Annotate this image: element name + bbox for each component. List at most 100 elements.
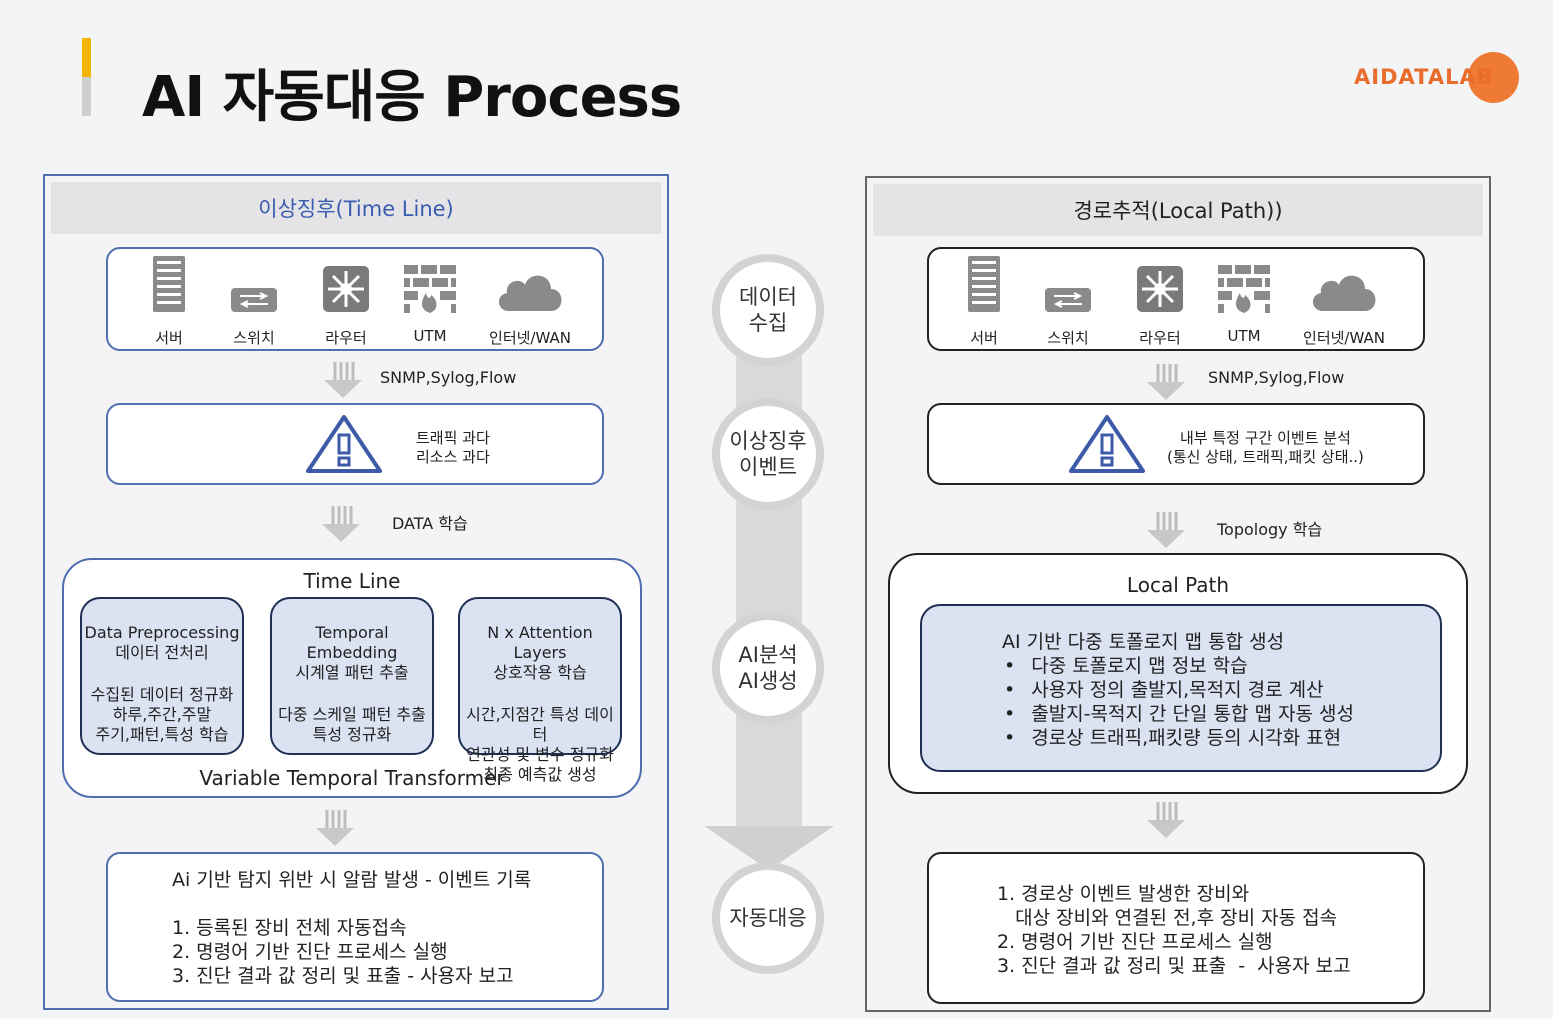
localpath-heading: AI 기반 다중 토폴로지 맵 통합 생성 <box>1002 631 1285 653</box>
device-switch: 스위치 <box>199 255 309 348</box>
router-icon <box>1105 255 1215 313</box>
firewall-icon <box>375 255 485 313</box>
switch-icon <box>199 255 309 313</box>
server-icon <box>929 255 1039 313</box>
left-alert-text: 트래픽 과다 리소스 과다 <box>416 429 490 467</box>
down-arrow-icon <box>1147 364 1185 400</box>
stage-preprocessing: Data Preprocessing 데이터 전처리 수집된 데이터 정규화 하… <box>80 597 244 755</box>
step-label: AI분석 AI생성 <box>738 643 798 693</box>
brand-logo: AIDATALAB <box>1354 52 1519 104</box>
stage-title-ko: 상호작용 학습 <box>493 663 587 682</box>
left-result-box: Ai 기반 탐지 위반 시 알람 발생 - 이벤트 기록 1. 등록된 장비 전… <box>106 852 604 1002</box>
stage-body: 주기,패턴,특성 학습 <box>95 725 229 744</box>
stage-attention-layers: N x Attention Layers 상호작용 학습 시간,지점간 특성 데… <box>458 597 622 784</box>
device-label: 스위치 <box>1047 329 1089 347</box>
step-label: 이상징후 이벤트 <box>729 429 807 479</box>
stage-body: 특성 정규화 <box>312 725 392 744</box>
device-utm: UTM <box>1189 255 1299 345</box>
left-panel-header: 이상징후(Time Line) <box>51 182 661 234</box>
down-arrow-icon <box>316 810 354 846</box>
device-server: 서버 <box>114 255 224 348</box>
stage-body: 수집된 데이터 정규화 <box>90 685 234 704</box>
device-server: 서버 <box>929 255 1039 348</box>
stage-title-ko: 데이터 전처리 <box>115 643 209 662</box>
alert-line: 트래픽 과다 <box>416 429 490 447</box>
timeline-title: Time Line <box>303 569 401 593</box>
left-learn-label: DATA 학습 <box>392 514 468 533</box>
device-label: 서버 <box>970 329 998 347</box>
device-label: 서버 <box>155 329 183 347</box>
switch-icon <box>1013 255 1123 313</box>
stage-title-en: N x Attention Layers <box>487 623 593 662</box>
logo-circle <box>1468 52 1519 103</box>
left-alert-box: 트래픽 과다 리소스 과다 <box>106 403 604 485</box>
left-result-line: 2. 명령어 기반 진단 프로세스 실행 <box>172 941 448 963</box>
localpath-item: 경로상 트래픽,패킷량 등의 시각화 표현 <box>1002 726 1354 750</box>
right-collect-label: SNMP,Sylog,Flow <box>1208 368 1345 387</box>
device-internet: 인터넷/WAN <box>475 255 585 348</box>
right-result-line: 2. 명령어 기반 진단 프로세스 실행 <box>997 931 1273 953</box>
device-label: UTM <box>1227 327 1261 345</box>
stage-body: 시간,지점간 특성 데이터 <box>466 705 614 744</box>
device-label: 인터넷/WAN <box>1303 329 1385 347</box>
down-arrow-icon <box>1147 802 1185 838</box>
device-label: 라우터 <box>325 329 367 347</box>
page-title: AI 자동대응 Process <box>142 65 682 130</box>
stage-body: 하루,주간,주말 <box>112 705 212 724</box>
center-flow-arrow <box>704 290 834 870</box>
device-internet: 인터넷/WAN <box>1289 255 1399 348</box>
step-auto-response: 자동대응 <box>712 862 824 974</box>
left-result-line: 1. 등록된 장비 전체 자동접속 <box>172 917 407 939</box>
stage-body: 연관성 및 변수 정규화 <box>466 745 614 764</box>
stage-temporal-embedding: Temporal Embedding 시계열 패턴 추출 다중 스케일 패턴 추… <box>270 597 434 755</box>
device-router: 라우터 <box>1105 255 1215 348</box>
router-icon <box>291 255 401 313</box>
localpath-title: Local Path <box>1126 573 1230 597</box>
left-result-title: Ai 기반 탐지 위반 시 알람 발생 - 이벤트 기록 <box>172 869 532 891</box>
left-result-line: 3. 진단 결과 값 정리 및 표출 - 사용자 보고 <box>172 965 514 987</box>
down-arrow-icon <box>322 506 360 542</box>
alert-line: (통신 상태, 트래픽,패킷 상태..) <box>1167 448 1364 466</box>
left-collect-label: SNMP,Sylog,Flow <box>380 368 517 387</box>
stage-title-ko: 시계열 패턴 추출 <box>295 663 409 682</box>
localpath-detail-box: AI 기반 다중 토폴로지 맵 통합 생성 다중 토폴로지 맵 정보 학습 사용… <box>920 604 1442 772</box>
right-result-line: 1. 경로상 이벤트 발생한 장비와 <box>997 883 1250 905</box>
firewall-icon <box>1189 255 1299 313</box>
device-switch: 스위치 <box>1013 255 1123 348</box>
stage-title-en: Temporal Embedding <box>306 623 398 662</box>
stage-body: 다중 스케일 패턴 추출 <box>278 705 426 724</box>
right-learn-label: Topology 학습 <box>1217 520 1323 539</box>
cloud-icon <box>1289 255 1399 313</box>
step-label: 데이터 수집 <box>739 285 797 335</box>
down-arrow-icon <box>1147 512 1185 548</box>
step-ai-analysis: AI분석 AI생성 <box>712 612 824 724</box>
step-data-collect: 데이터 수집 <box>712 254 824 366</box>
right-alert-text: 내부 특정 구간 이벤트 분석 (통신 상태, 트래픽,패킷 상태..) <box>1167 429 1364 467</box>
server-icon <box>114 255 224 313</box>
right-panel-header: 경로추적(Local Path)) <box>873 184 1483 236</box>
right-result-line: 대상 장비와 연결된 전,후 장비 자동 접속 <box>997 907 1338 929</box>
device-label: 라우터 <box>1139 329 1181 347</box>
warning-icon <box>306 415 382 473</box>
localpath-item: 출발지-목적지 간 단일 통합 맵 자동 생성 <box>1002 702 1354 726</box>
left-device-box: 서버 스위치 라우터 UTM 인터넷/WAN <box>106 247 604 351</box>
stage-title-en: Data Preprocessing <box>84 623 240 642</box>
step-label: 자동대응 <box>729 906 807 930</box>
transformer-label: Variable Temporal Transformer <box>199 766 505 790</box>
device-label: UTM <box>413 327 447 345</box>
alert-line: 내부 특정 구간 이벤트 분석 <box>1180 429 1351 447</box>
right-result-line: 3. 진단 결과 값 정리 및 표출 - 사용자 보고 <box>997 955 1351 977</box>
localpath-item: 다중 토폴로지 맵 정보 학습 <box>1002 654 1354 678</box>
device-label: 인터넷/WAN <box>489 329 571 347</box>
device-label: 스위치 <box>233 329 275 347</box>
device-utm: UTM <box>375 255 485 345</box>
down-arrow-icon <box>324 362 362 398</box>
right-device-box: 서버 스위치 라우터 UTM 인터넷/WAN <box>927 247 1425 351</box>
localpath-list: 다중 토폴로지 맵 정보 학습 사용자 정의 출발지,목적지 경로 계산 출발지… <box>1002 654 1354 750</box>
localpath-item: 사용자 정의 출발지,목적지 경로 계산 <box>1002 678 1354 702</box>
warning-icon <box>1069 415 1145 473</box>
right-result-box: 1. 경로상 이벤트 발생한 장비와 대상 장비와 연결된 전,후 장비 자동 … <box>927 852 1425 1004</box>
alert-line: 리소스 과다 <box>416 448 490 466</box>
cloud-icon <box>475 255 585 313</box>
device-router: 라우터 <box>291 255 401 348</box>
